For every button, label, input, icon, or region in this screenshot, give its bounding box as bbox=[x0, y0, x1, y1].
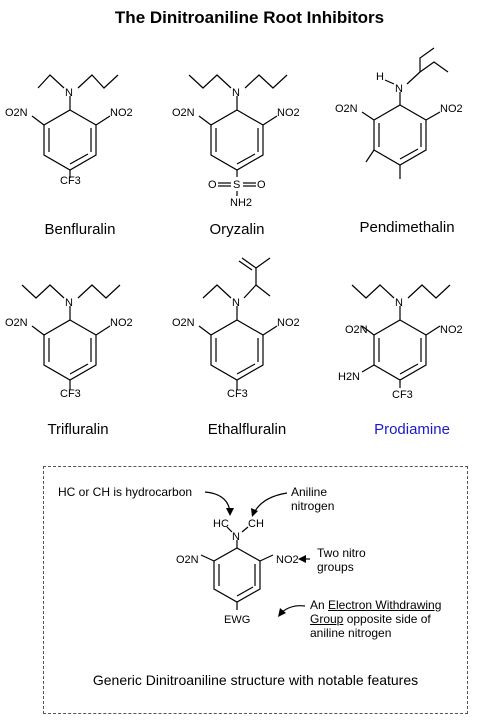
note-nitro-groups: Two nitro groups bbox=[317, 546, 366, 574]
no2-left-label: O2N bbox=[5, 107, 28, 119]
compound-name-benfluralin: Benfluralin bbox=[44, 221, 116, 238]
ch-label: CH bbox=[248, 518, 264, 530]
compound-name-prodiamine[interactable]: Prodiamine bbox=[374, 421, 450, 438]
no2-label: NO2 bbox=[276, 554, 299, 566]
prodiamine-structure: N O2N NO2 H2N CF3 bbox=[338, 284, 463, 401]
no2-right-label: NO2 bbox=[110, 317, 133, 329]
no2-right-label: NO2 bbox=[277, 317, 300, 329]
h2n-label: H2N bbox=[338, 371, 360, 383]
n-atom-label: N bbox=[395, 83, 403, 95]
n-atom-label: N bbox=[232, 531, 240, 543]
note-aniline-line2: nitrogen bbox=[291, 499, 335, 513]
s-atom-label: S bbox=[233, 179, 240, 191]
trifluralin-structure: N O2N NO2 CF3 bbox=[5, 284, 133, 400]
no2-left-label: O2N bbox=[172, 107, 195, 119]
compound-name-pendimethalin: Pendimethalin bbox=[359, 219, 455, 236]
n-atom-label: N bbox=[65, 297, 73, 309]
note-ewg-line3: aniline nitrogen bbox=[310, 626, 392, 640]
compound-name-oryzalin: Oryzalin bbox=[209, 221, 265, 238]
n-atom-label: N bbox=[65, 87, 73, 99]
hc-label: HC bbox=[213, 518, 229, 530]
o2n-label: O2N bbox=[176, 554, 199, 566]
oryzalin-structure: N O2N NO2 S O O NH2 bbox=[172, 74, 300, 209]
note-nitro-line2: groups bbox=[317, 560, 354, 574]
note-aniline-nitrogen: Aniline nitrogen bbox=[291, 485, 334, 513]
no2-right-label: NO2 bbox=[110, 107, 133, 119]
no2-right-label: NO2 bbox=[440, 324, 463, 336]
note-nitro-line1: Two nitro bbox=[317, 546, 366, 560]
compound-name-trifluralin: Trifluralin bbox=[47, 421, 109, 438]
n-atom-label: N bbox=[232, 87, 240, 99]
o-atom-label: O bbox=[208, 179, 217, 191]
note-ewg-line2: Group opposite side of bbox=[310, 612, 441, 626]
h-atom-label: H bbox=[376, 71, 384, 83]
cf3-label: CF3 bbox=[60, 175, 81, 187]
ewg-label: EWG bbox=[224, 614, 250, 626]
n-atom-label: N bbox=[232, 297, 240, 309]
arrow-nitro bbox=[298, 555, 306, 563]
n-atom-label: N bbox=[395, 297, 403, 309]
o-atom-label: O bbox=[257, 179, 266, 191]
generic-structure-box bbox=[43, 466, 468, 714]
no2-right-label: NO2 bbox=[277, 107, 300, 119]
note-ewg-opposite: opposite side of bbox=[343, 612, 431, 626]
cf3-label: CF3 bbox=[227, 388, 248, 400]
note-ewg-line1: An Electron Withdrawing bbox=[310, 598, 441, 612]
generic-caption: Generic Dinitroaniline structure with no… bbox=[92, 672, 419, 688]
no2-left-label: O2N bbox=[5, 317, 28, 329]
cf3-label: CF3 bbox=[392, 389, 413, 401]
note-hydrocarbon: HC or CH is hydrocarbon bbox=[58, 485, 193, 499]
no2-left-label: O2N bbox=[172, 317, 195, 329]
note-ewg: An Electron Withdrawing Group opposite s… bbox=[310, 598, 441, 640]
generic-structure: N HC CH O2N NO2 EWG bbox=[176, 491, 310, 626]
note-ewg-term: Electron Withdrawing bbox=[328, 598, 442, 612]
pendimethalin-structure: N H O2N NO2 bbox=[335, 47, 463, 179]
cf3-label: CF3 bbox=[60, 388, 81, 400]
nh2-label: NH2 bbox=[230, 197, 252, 209]
note-ewg-prefix: An bbox=[310, 598, 329, 612]
no2-right-label: NO2 bbox=[440, 103, 463, 115]
compound-name-ethalfluralin: Ethalfluralin bbox=[207, 421, 287, 438]
page-title: The Dinitroaniline Root Inhibitors bbox=[114, 8, 385, 27]
no2-left-label: O2N bbox=[335, 103, 358, 115]
no2-left-label: O2N bbox=[345, 324, 368, 336]
benfluralin-structure: N O2N NO2 CF3 bbox=[5, 74, 133, 187]
note-aniline-line1: Aniline bbox=[291, 485, 328, 499]
ethalfluralin-structure: N O2N NO2 CF3 bbox=[172, 257, 300, 400]
note-ewg-group: Group bbox=[310, 612, 344, 626]
